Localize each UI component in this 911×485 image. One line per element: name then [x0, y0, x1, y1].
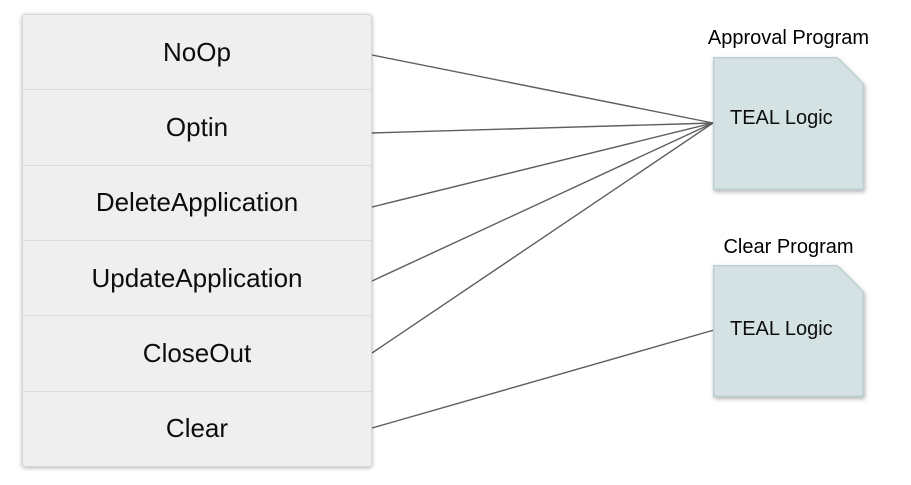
operation-label: UpdateApplication — [91, 262, 303, 293]
table-row-noop: NoOp — [23, 15, 371, 89]
approval-program-title: Approval Program — [707, 27, 870, 49]
clear-program-title: Clear Program — [723, 236, 854, 258]
document-shape — [713, 265, 864, 397]
clear-program-document: TEAL Logic — [713, 265, 864, 397]
connector-clear-clearprogram — [371, 329, 715, 429]
operations-table: NoOp Optin DeleteApplication UpdateAppli… — [22, 14, 372, 467]
connector-noop-approval — [371, 54, 714, 124]
table-row-clear: Clear — [23, 390, 371, 466]
connector-optin-approval — [371, 122, 714, 134]
table-row-updateapplication: UpdateApplication — [23, 239, 371, 315]
clear-teal-logic-label: TEAL Logic — [730, 318, 833, 340]
operation-label: Optin — [165, 111, 229, 142]
approval-teal-logic-label: TEAL Logic — [730, 107, 833, 129]
table-row-optin: Optin — [23, 89, 371, 164]
connector-closeout-approval — [371, 122, 714, 354]
operation-label: CloseOut — [142, 337, 252, 368]
approval-program-group: Approval Program TEAL Logic — [707, 27, 870, 190]
operation-label: DeleteApplication — [95, 187, 299, 218]
approval-program-document: TEAL Logic — [713, 57, 864, 190]
document-shape — [713, 57, 864, 190]
operation-label: NoOp — [163, 36, 231, 67]
connector-deleteapplication-approval — [371, 122, 714, 208]
clear-program-group: Clear Program TEAL Logic — [713, 237, 864, 397]
table-row-closeout: CloseOut — [23, 315, 371, 390]
operation-label: Clear — [165, 413, 229, 444]
table-row-deleteapplication: DeleteApplication — [23, 164, 371, 240]
connector-updateapplication-approval — [371, 122, 714, 282]
